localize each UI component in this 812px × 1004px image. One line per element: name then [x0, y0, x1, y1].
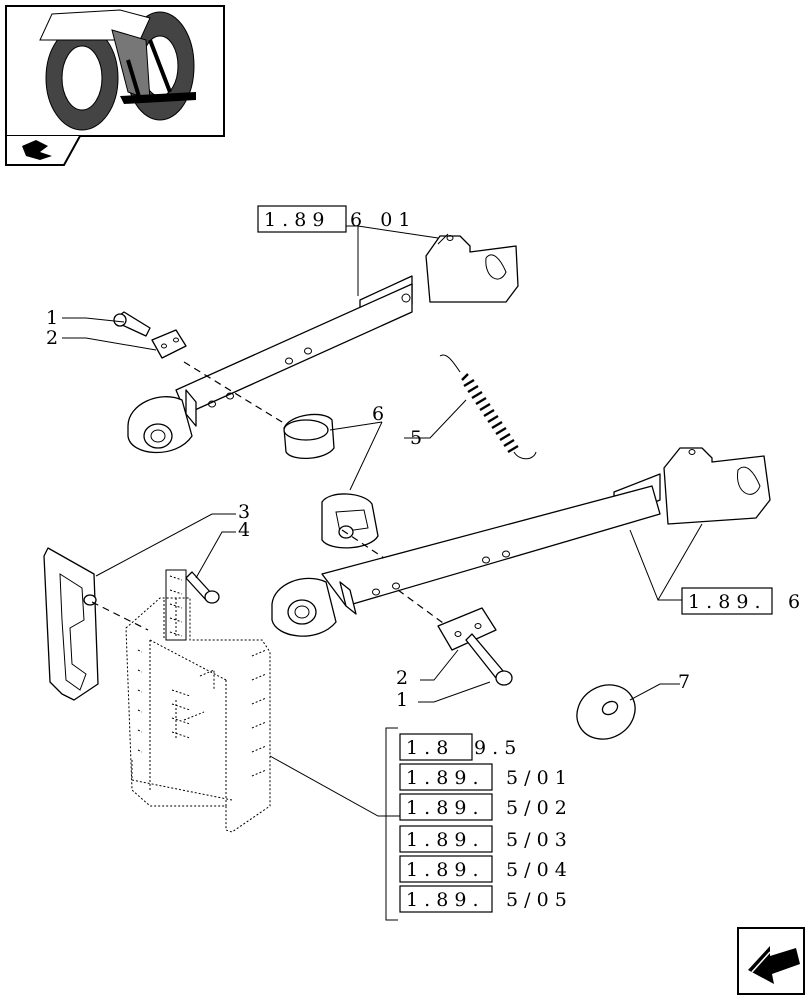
- ref-drawbar-3-rest: 5 / 0 3: [506, 829, 567, 851]
- top-bolt: [113, 311, 151, 337]
- washer: [576, 684, 636, 740]
- ref-drawbar-5[interactable]: 1 . 8 9 . 5 / 0 5: [399, 885, 567, 913]
- chain-link: [321, 493, 379, 549]
- ref-drawbar-4[interactable]: 1 . 8 9 . 5 / 0 4: [399, 855, 567, 883]
- callout-7: 7: [678, 671, 690, 693]
- callout-2-bottom: 2: [396, 667, 408, 689]
- retaining-pin: [185, 571, 220, 604]
- tractor-thumbnail-icon[interactable]: [5, 5, 225, 166]
- right-link-arm: [271, 447, 771, 637]
- ref-drawbar-0-rest: 9 . 5: [474, 737, 516, 759]
- ref-drawbar-3-boxed: 1 . 8 9 .: [406, 829, 479, 851]
- drawbar-bracket: [125, 569, 271, 833]
- ref-drawbar-1[interactable]: 1 . 8 9 . 5 / 0 1: [399, 763, 567, 791]
- ref-top-arm-rest: 6 0 1: [350, 209, 410, 231]
- ref-drawbar-0[interactable]: 1 . 8 9 . 5: [399, 733, 516, 761]
- ref-drawbar-5-rest: 5 / 0 5: [506, 889, 567, 911]
- ref-drawbar-2-boxed: 1 . 8 9 .: [406, 797, 479, 819]
- next-page-arrow-icon[interactable]: [737, 927, 805, 995]
- top-assembly-line: [183, 361, 319, 445]
- ref-drawbar-5-boxed: 1 . 8 9 .: [406, 889, 479, 911]
- callout-3: 3: [238, 501, 250, 523]
- ref-drawbar-0-boxed: 1 . 8: [406, 737, 448, 759]
- top-plate: [151, 329, 187, 359]
- spring: [439, 354, 537, 460]
- ref-drawbar-1-boxed: 1 . 8 9 .: [406, 767, 479, 789]
- callout-1-top: 1: [46, 307, 58, 329]
- bottom-bolt: [465, 633, 513, 686]
- ref-drawbar-2-rest: 5 / 0 2: [506, 797, 567, 819]
- ref-top-arm[interactable]: 1 . 8 9 6 0 1: [257, 205, 410, 233]
- ref-drawbar-2[interactable]: 1 . 8 9 . 5 / 0 2: [399, 793, 567, 821]
- ref-drawbar-4-boxed: 1 . 8 9 .: [406, 859, 479, 881]
- callout-1-bottom: 1: [396, 689, 408, 711]
- ref-drawbar-4-rest: 5 / 0 4: [506, 859, 567, 881]
- ref-right-arm-rest: 6: [788, 591, 800, 613]
- block-line: [91, 601, 149, 631]
- callout-2-top: 2: [46, 327, 58, 349]
- ref-drawbar-1-rest: 5 / 0 1: [506, 767, 567, 789]
- stop-block: [43, 547, 99, 701]
- ref-right-arm-boxed: 1 . 8 9 .: [688, 591, 761, 613]
- top-link-arm: [127, 233, 519, 454]
- ref-group-bracket: [385, 727, 398, 921]
- ref-right-arm[interactable]: 1 . 8 9 . 6: [681, 587, 800, 615]
- chain-line: [341, 529, 391, 563]
- callout-6: 6: [372, 403, 384, 425]
- end-cap: [283, 413, 335, 459]
- callout-4: 4: [238, 519, 250, 541]
- leader-lines: [62, 225, 703, 817]
- ref-drawbar-3[interactable]: 1 . 8 9 . 5 / 0 3: [399, 825, 567, 853]
- callout-5: 5: [410, 427, 422, 449]
- manual-section-icon[interactable]: [22, 140, 52, 160]
- bottom-plate: [437, 607, 497, 651]
- ref-top-arm-boxed: 1 . 8 9: [264, 209, 324, 231]
